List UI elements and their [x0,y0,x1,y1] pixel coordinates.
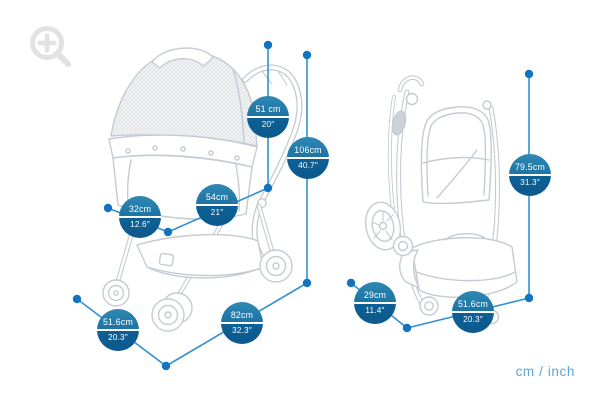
folded-big-wheel [364,201,402,251]
badge-cm-value: 79.5cm [514,162,546,173]
badge-51cm: 51 cm 20″ [247,96,289,138]
storage-basket [136,233,264,279]
badge-cm-value: 51.6cm [102,317,134,328]
badge-divider [509,174,551,176]
badge-inch-value: 20.3″ [108,332,128,342]
badge-51-6cm-folded: 51.6cm 20.3″ [452,291,494,333]
badge-51-6cm-open: 51.6cm 20.3″ [97,309,139,351]
badge-cm-value: 32cm [128,204,152,215]
rear-wheel [259,249,293,283]
unit-label: cm / inch [515,364,575,379]
badge-divider [97,329,139,331]
badge-cm-value: 54cm [205,192,229,203]
badge-32cm: 32cm 12.6″ [119,196,161,238]
badge-inch-value: 12.6″ [130,219,150,229]
badge-divider [287,157,329,159]
badge-106cm: 106cm 40.7″ [287,137,329,179]
badge-inch-value: 40.7″ [298,160,318,170]
badge-cm-value: 51.6cm [457,299,489,310]
badge-cm-value: 51 cm [255,104,281,115]
badge-29cm: 29cm 11.4″ [354,282,396,324]
badge-divider [196,204,238,206]
badge-79-5cm: 79.5cm 31.3″ [509,154,551,196]
badge-82cm: 82cm 32.3″ [221,302,263,344]
badge-inch-value: 21″ [210,207,224,217]
badge-cm-value: 29cm [363,290,387,301]
badge-divider [354,302,396,304]
front-left-wheel [102,279,130,307]
badge-divider [452,311,494,313]
stroller-handle [242,64,303,263]
badge-cm-value: 106cm [294,145,322,156]
badge-divider [221,322,263,324]
badge-divider [247,116,289,118]
badge-inch-value: 11.4″ [365,305,385,315]
zoom-in-icon[interactable] [26,22,76,74]
dimension-endpoint-dots [72,40,534,371]
folded-carrycot-frame [420,106,492,205]
badge-inch-value: 20″ [261,119,275,129]
stroller-canopy [110,47,258,147]
badge-cm-value: 82cm [230,310,254,321]
badge-inch-value: 32.3″ [232,325,252,335]
badge-inch-value: 20.3″ [463,314,483,324]
badge-divider [119,216,161,218]
open-stroller-drawing [102,47,303,332]
badge-inch-value: 31.3″ [520,177,540,187]
badge-54cm: 54cm 21″ [196,184,238,226]
folded-stroller-drawing [364,75,518,325]
folded-seat-bag [399,233,518,298]
front-center-wheel [151,292,193,332]
